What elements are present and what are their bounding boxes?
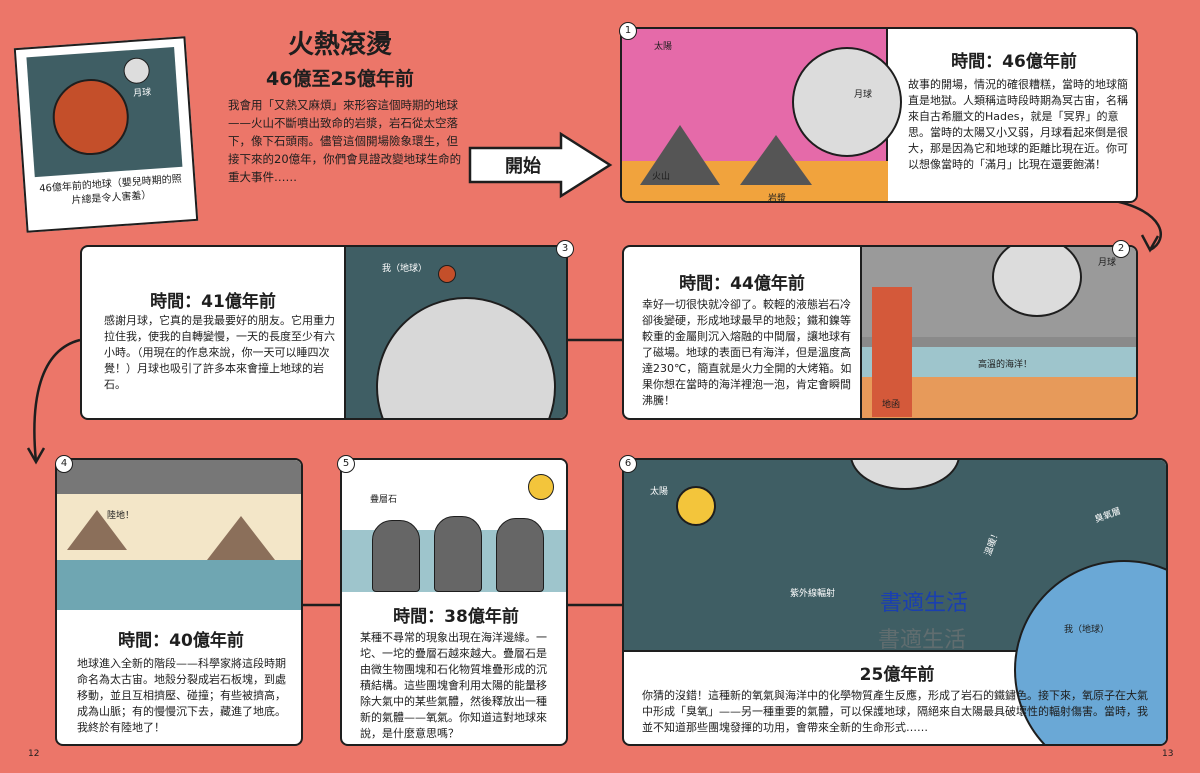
- panel-3-title: 時間：41億年前: [150, 292, 276, 312]
- panel-5: 疊層石 時間：38億年前 某種不尋常的現象出現在海洋邊緣。一坨、一坨的疊層石越來…: [340, 458, 568, 746]
- label-mantle: 地函: [882, 400, 901, 410]
- label-magma: 岩漿: [768, 194, 787, 203]
- panel-2: 時間：44億年前 幸好一切很快就冷卻了。較輕的液態岩石冷卻後變硬，形成地球最早的…: [622, 245, 1138, 420]
- label-moon: 月球: [854, 90, 873, 100]
- label-land: 陸地！: [107, 511, 135, 521]
- polaroid-caption: 46億年前的地球（嬰兒時期的照片總是令人害羞）: [38, 173, 183, 207]
- panel-3-number: 3: [556, 240, 574, 258]
- page-title: 火熱滾燙: [287, 30, 392, 60]
- label-stromatolite: 疊層石: [370, 495, 398, 505]
- watermark-1: 書適生活: [880, 591, 969, 616]
- label-uv: 紫外線輻射: [790, 589, 836, 599]
- panel-2-illustration: 月球 高溫的海洋！ 地函: [860, 247, 1136, 418]
- panel-2-text: 幸好一切很快就冷卻了。較輕的液態岩石冷卻後變硬，形成地球最早的地殼；鐵和鎳等較重…: [642, 298, 852, 407]
- panel-3: 時間：41億年前 感謝月球，它真的是我最要好的朋友。它用重力拉住我，使我的自轉變…: [80, 245, 568, 420]
- start-label: 開始: [505, 156, 541, 177]
- label-sun-6: 太陽: [650, 487, 669, 497]
- intro-text: 我會用「又熱又麻煩」來形容這個時期的地球——火山不斷噴出致命的岩漿，岩石從太空落…: [228, 98, 462, 184]
- panel-4: 陸地！ 時間：40億年前 地球進入全新的階段——科學家將這段時期命名為太古宙。地…: [55, 458, 303, 746]
- panel-1-title: 時間：46億年前: [951, 52, 1077, 72]
- panel-5-number: 5: [337, 455, 355, 473]
- label-hot-ocean: 高溫的海洋！: [978, 360, 1033, 370]
- panel-2-number: 2: [1112, 240, 1130, 258]
- page-number-right: 13: [1162, 749, 1174, 759]
- panel-5-illustration: 疊層石: [342, 460, 566, 592]
- panel-1-text: 故事的開場，情況的確很糟糕，當時的地球簡直是地獄。人類稱這時段時期為冥古宙，名稱…: [908, 78, 1128, 171]
- panel-3-text: 感謝月球，它真的是我最要好的朋友。它用重力拉住我，使我的自轉變慢，一天的長度至少…: [104, 314, 335, 391]
- label-me-earth-6: 我（地球）: [1064, 625, 1110, 635]
- panel-4-number: 4: [55, 455, 73, 473]
- panel-4-title: 時間：40億年前: [118, 631, 244, 651]
- panel-3-illustration: 我（地球）: [344, 247, 566, 418]
- baby-earth: [50, 76, 132, 158]
- panel-5-text: 某種不尋常的現象出現在海洋邊緣。一坨、一坨的疊層石越來越大。疊層石是由微生物團塊…: [360, 631, 547, 740]
- panel-4-illustration: 陸地！: [57, 460, 301, 610]
- label-warm: 溫暖！: [983, 528, 1003, 558]
- panel-5-title: 時間：38億年前: [393, 607, 519, 627]
- polaroid-photo: 月球 46億年前的地球（嬰兒時期的照片總是令人害羞）: [13, 36, 199, 233]
- label-ozone: 臭氧層: [1093, 506, 1123, 526]
- page-subtitle: 46億至25億年前: [266, 68, 414, 90]
- label-volcano: 火山: [652, 172, 671, 182]
- panel-1-number: 1: [619, 22, 637, 40]
- label-moon-2: 月球: [1098, 258, 1117, 268]
- panel-6-title: 25億年前: [859, 665, 935, 685]
- page-number-left: 12: [28, 749, 40, 759]
- panel-1-illustration: 太陽 月球 火山 岩漿: [622, 29, 902, 203]
- watermark-2: 書適生活: [878, 628, 967, 653]
- panel-4-text: 地球進入全新的階段——科學家將這段時期命名為太古宙。地殼分裂成岩石板塊，到處移動…: [77, 657, 286, 734]
- start-arrow: [468, 131, 613, 199]
- panel-6: 太陽 臭氧層 溫暖！ 紫外線輻射 我（地球） 25億年前 你猜的沒錯！這種新的氧…: [622, 458, 1168, 746]
- moon-label: 月球: [132, 87, 152, 99]
- panel-6-text: 你猜的沒錯！這種新的氧氣與海洋中的化學物質產生反應，形成了岩石的鐵鏽色。接下來，…: [642, 689, 1148, 734]
- label-sun: 太陽: [654, 42, 673, 52]
- photo-image: 月球: [26, 47, 183, 178]
- panel-6-number: 6: [619, 455, 637, 473]
- moon: [122, 56, 151, 85]
- panel-2-title: 時間：44億年前: [679, 274, 805, 294]
- panel-6-illustration: 太陽 臭氧層 溫暖！ 紫外線輻射 我（地球）: [624, 460, 1166, 744]
- label-me-earth: 我（地球）: [382, 264, 428, 274]
- panel-1: 太陽 月球 火山 岩漿 時間：46億年前 故事的開場，情況的確很糟糕，當時的地球…: [620, 27, 1138, 203]
